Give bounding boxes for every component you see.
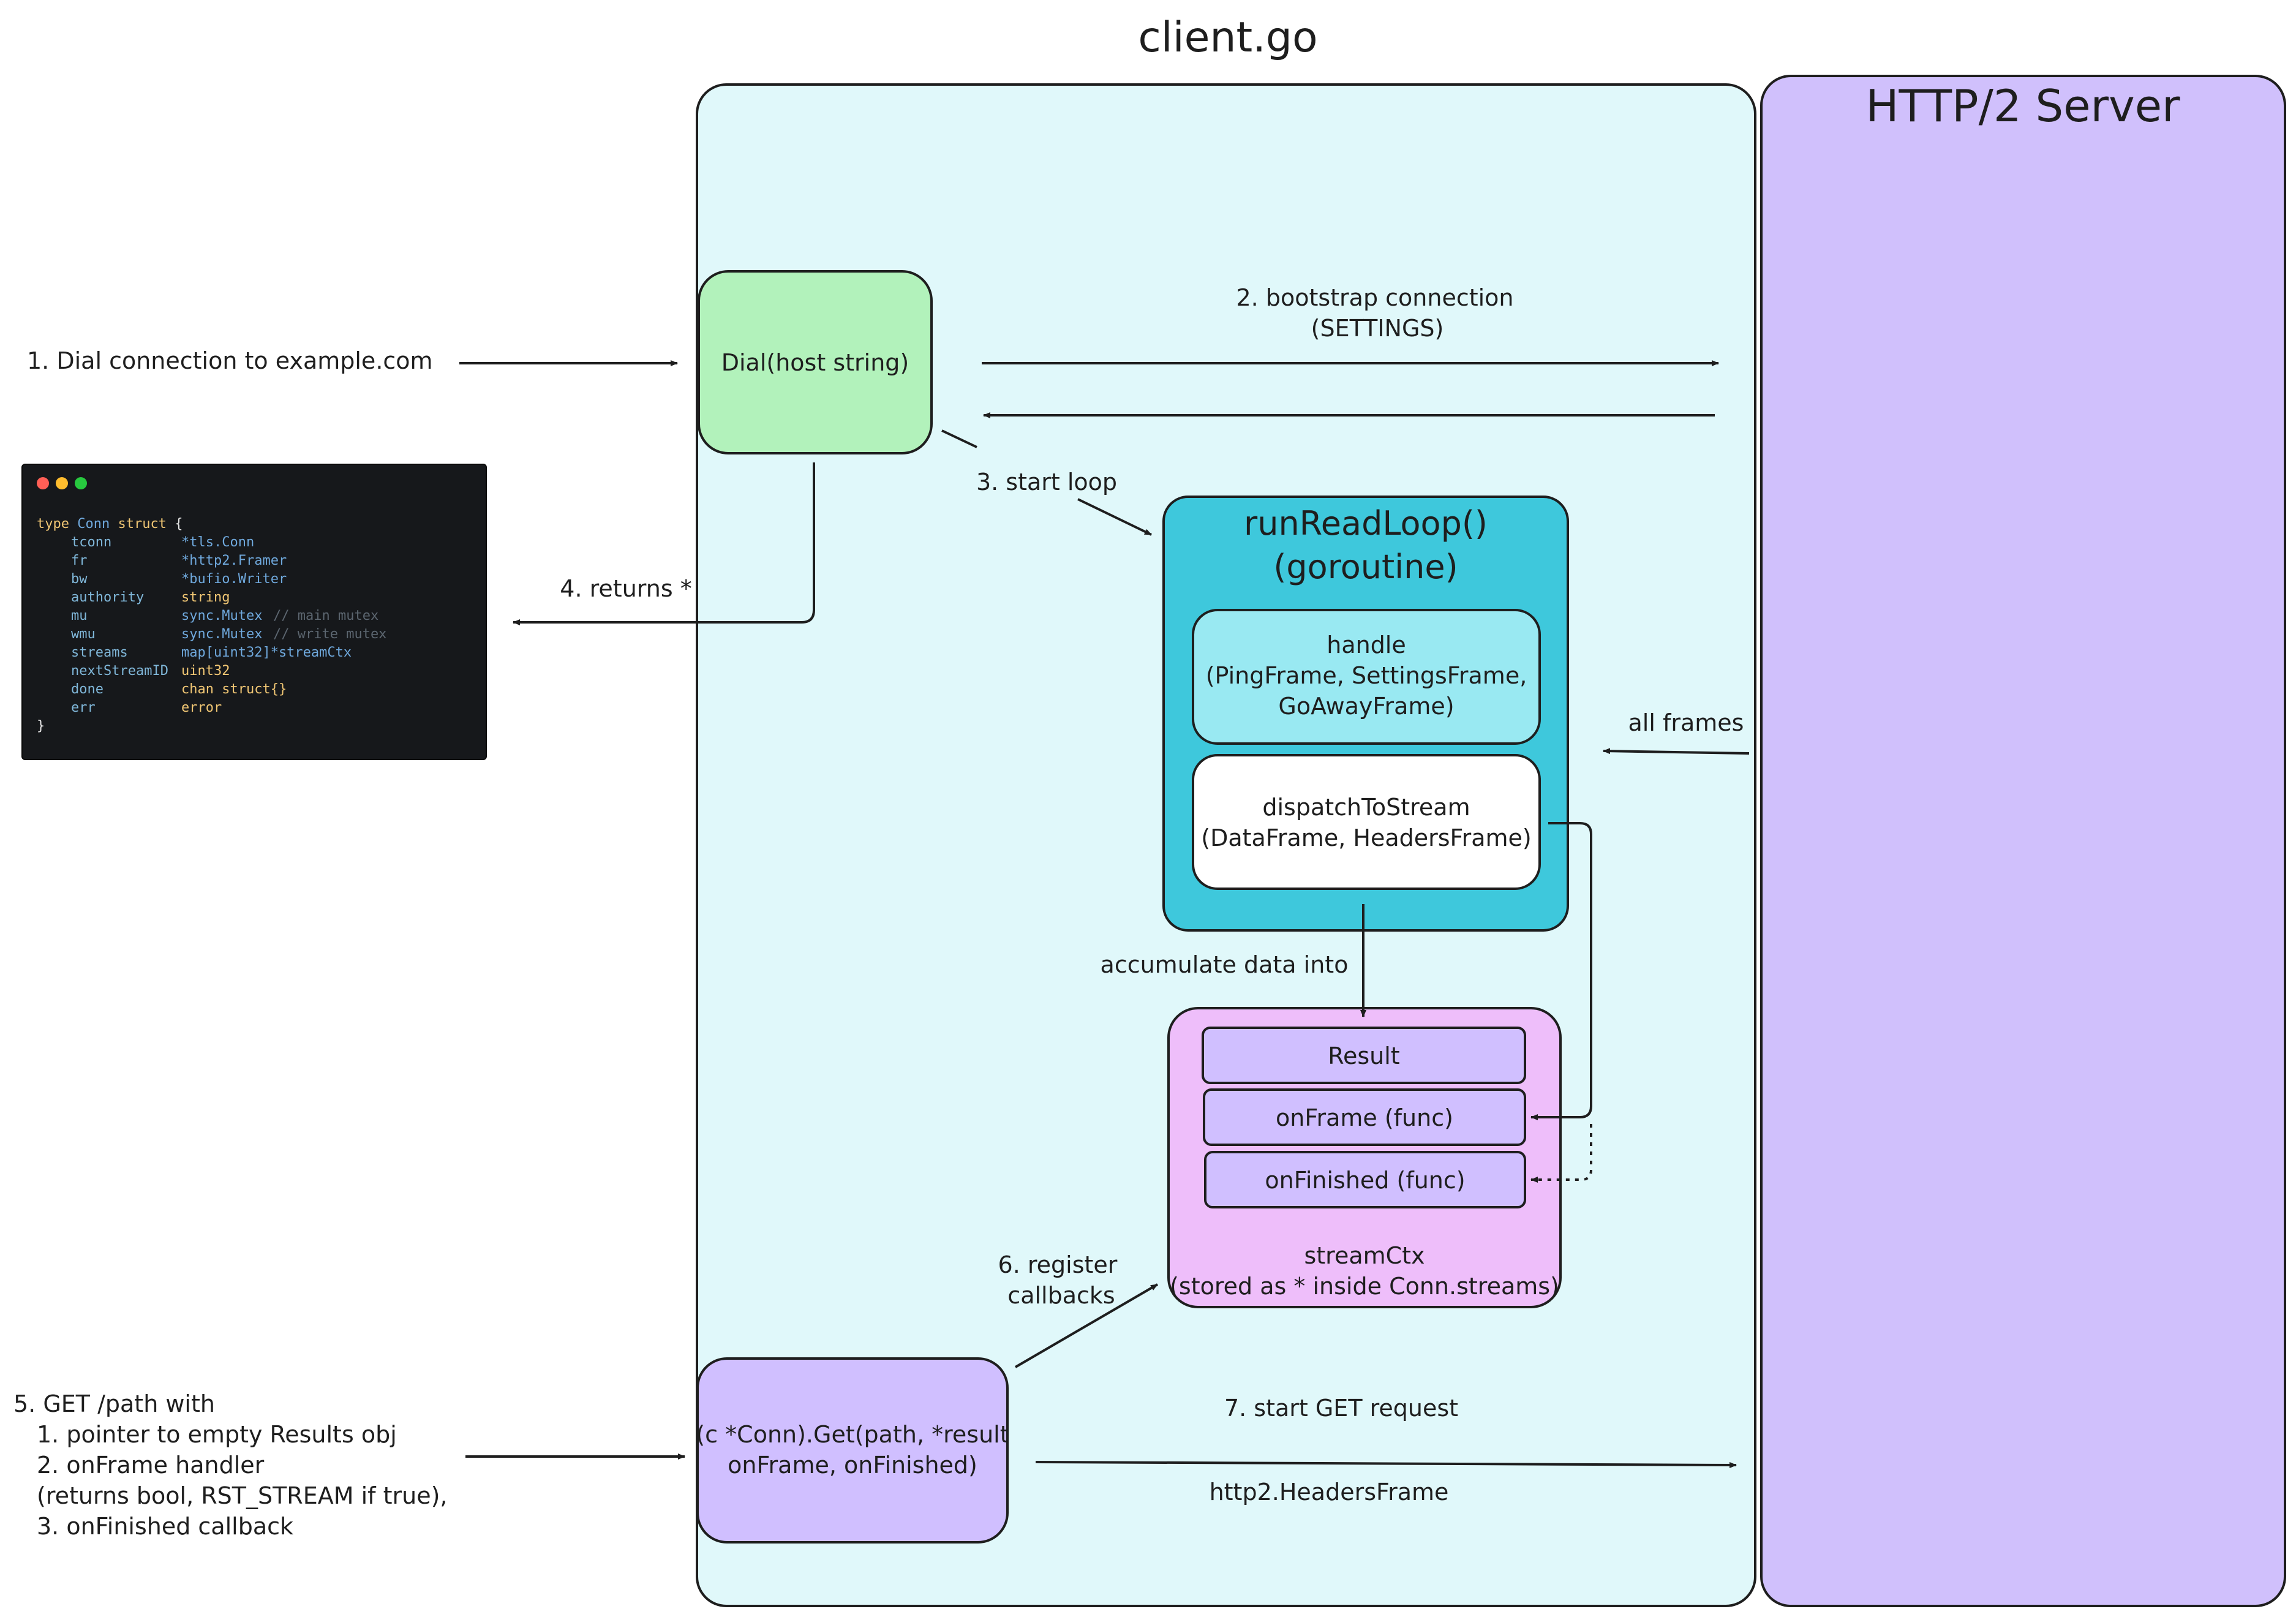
get-on-frame-param: onFrame, bbox=[728, 1452, 837, 1479]
code-field-type: *http2.Framer bbox=[181, 553, 287, 568]
step6-arrow bbox=[1014, 1283, 1159, 1368]
dispatch-frames: (DataFrame, HeadersFrame) bbox=[1201, 824, 1532, 851]
step5-label: 5. GET /path with bbox=[13, 1390, 215, 1417]
server-container bbox=[1760, 75, 2286, 1607]
code-field-type: sync.Mutex bbox=[181, 608, 262, 624]
step5-item3: 3. onFinished callback bbox=[37, 1513, 293, 1540]
dial-label: Dial(host string) bbox=[721, 349, 909, 376]
step2-label: 2. bootstrap connection bbox=[1236, 284, 1513, 311]
code-struct-open: type Conn struct { bbox=[37, 516, 183, 532]
code-field-type: *bufio.Writer bbox=[181, 571, 287, 587]
step6-label: 6. register bbox=[998, 1251, 1118, 1278]
code-open-brace: { bbox=[175, 516, 183, 532]
code-keyword-type: type bbox=[37, 516, 69, 532]
code-field-name: done bbox=[71, 682, 104, 697]
all-frames-arrow bbox=[1603, 748, 1750, 755]
run-read-loop-subtitle: (goroutine) bbox=[1273, 548, 1458, 586]
stream-ctx-label: streamCtx bbox=[1304, 1242, 1425, 1269]
handle-frames-line2: GoAwayFrame) bbox=[1278, 693, 1454, 720]
step5-item2: 2. onFrame handler bbox=[37, 1452, 265, 1479]
result-label: Result bbox=[1328, 1042, 1399, 1069]
step2-sublabel: (SETTINGS) bbox=[1311, 315, 1444, 342]
diagram-title: client.go bbox=[1138, 13, 1317, 62]
code-field-name: err bbox=[71, 700, 96, 715]
conn-struct-code-window: type Conn struct { tconn *tls.Conn fr *h… bbox=[21, 464, 487, 760]
get-on-finished-param: onFinished) bbox=[844, 1452, 977, 1479]
code-field-type: *tls.Conn bbox=[181, 535, 254, 550]
code-struct-close: } bbox=[37, 718, 45, 734]
on-frame-field: onFrame (func) bbox=[1203, 1088, 1526, 1146]
code-keyword-struct: struct bbox=[118, 516, 166, 532]
accumulate-label: accumulate data into bbox=[1101, 951, 1349, 978]
run-read-loop-title: runReadLoop() bbox=[1244, 504, 1488, 543]
step3-label: 3. start loop bbox=[976, 469, 1117, 496]
on-finished-label: onFinished (func) bbox=[1265, 1167, 1465, 1194]
code-field-name: streams bbox=[71, 645, 128, 660]
dial-node: Dial(host string) bbox=[698, 270, 933, 454]
all-frames-label: all frames bbox=[1628, 709, 1744, 736]
code-type-name: Conn bbox=[77, 516, 110, 532]
dispatch-to-on-frame-arrow bbox=[1530, 822, 1592, 1120]
step1-label: 1. Dial connection to example.com bbox=[27, 347, 433, 374]
dispatch-label: dispatchToStream bbox=[1262, 794, 1470, 821]
get-signature-line2: onFrame, onFinished) bbox=[728, 1452, 977, 1479]
dispatch-to-stream-node: dispatchToStream (DataFrame, HeadersFram… bbox=[1192, 754, 1541, 890]
code-field-comment: // write mutex bbox=[273, 627, 386, 642]
code-field-comment: // main mutex bbox=[273, 608, 378, 624]
window-minimize-dot bbox=[56, 477, 68, 489]
step4-label: 4. returns * bbox=[560, 575, 691, 602]
server-label: HTTP/2 Server bbox=[1865, 80, 2180, 132]
result-field: Result bbox=[1202, 1027, 1526, 1084]
code-field-type: sync.Mutex bbox=[181, 627, 262, 642]
window-close-dot bbox=[37, 477, 49, 489]
step7-arrow bbox=[1035, 1461, 1737, 1468]
code-field-type: string bbox=[181, 590, 230, 605]
headers-frame-label: http2.HeadersFrame bbox=[1210, 1479, 1449, 1506]
code-field-type: map[uint32]*streamCtx bbox=[181, 645, 352, 660]
code-field-name: nextStreamID bbox=[71, 663, 168, 679]
code-field-name: tconn bbox=[71, 535, 111, 550]
handle-label: handle bbox=[1327, 631, 1406, 658]
code-field-name: authority bbox=[71, 590, 144, 605]
code-field-type: error bbox=[181, 700, 222, 715]
code-field-name: mu bbox=[71, 608, 88, 624]
code-field-type: uint32 bbox=[181, 663, 230, 679]
get-node: (c *Conn).Get(path, *result onFrame, onF… bbox=[696, 1357, 1009, 1544]
step5-item1: 1. pointer to empty Results obj bbox=[37, 1421, 397, 1448]
handle-frames-line1: (PingFrame, SettingsFrame, bbox=[1206, 662, 1527, 689]
step6-sublabel: callbacks bbox=[1007, 1282, 1115, 1309]
on-frame-label: onFrame (func) bbox=[1276, 1104, 1453, 1131]
step4-arrow bbox=[513, 462, 815, 625]
code-field-name: bw bbox=[71, 571, 88, 587]
step5-item2-note: (returns bool, RST_STREAM if true), bbox=[37, 1482, 447, 1509]
code-field-name: wmu bbox=[71, 627, 96, 642]
handle-node: handle (PingFrame, SettingsFrame, GoAway… bbox=[1192, 609, 1541, 745]
step7-label: 7. start GET request bbox=[1224, 1395, 1458, 1422]
window-maximize-dot bbox=[75, 477, 87, 489]
stream-ctx-note: (stored as * inside Conn.streams) bbox=[1170, 1273, 1559, 1300]
step3-arrow bbox=[941, 429, 1151, 535]
code-field-name: fr bbox=[71, 553, 88, 568]
code-field-type: chan struct{} bbox=[181, 682, 287, 697]
dispatch-to-on-finished-arrow bbox=[1530, 1124, 1592, 1183]
get-signature-line1: (c *Conn).Get(path, *result bbox=[696, 1421, 1009, 1448]
on-finished-field: onFinished (func) bbox=[1204, 1151, 1526, 1208]
